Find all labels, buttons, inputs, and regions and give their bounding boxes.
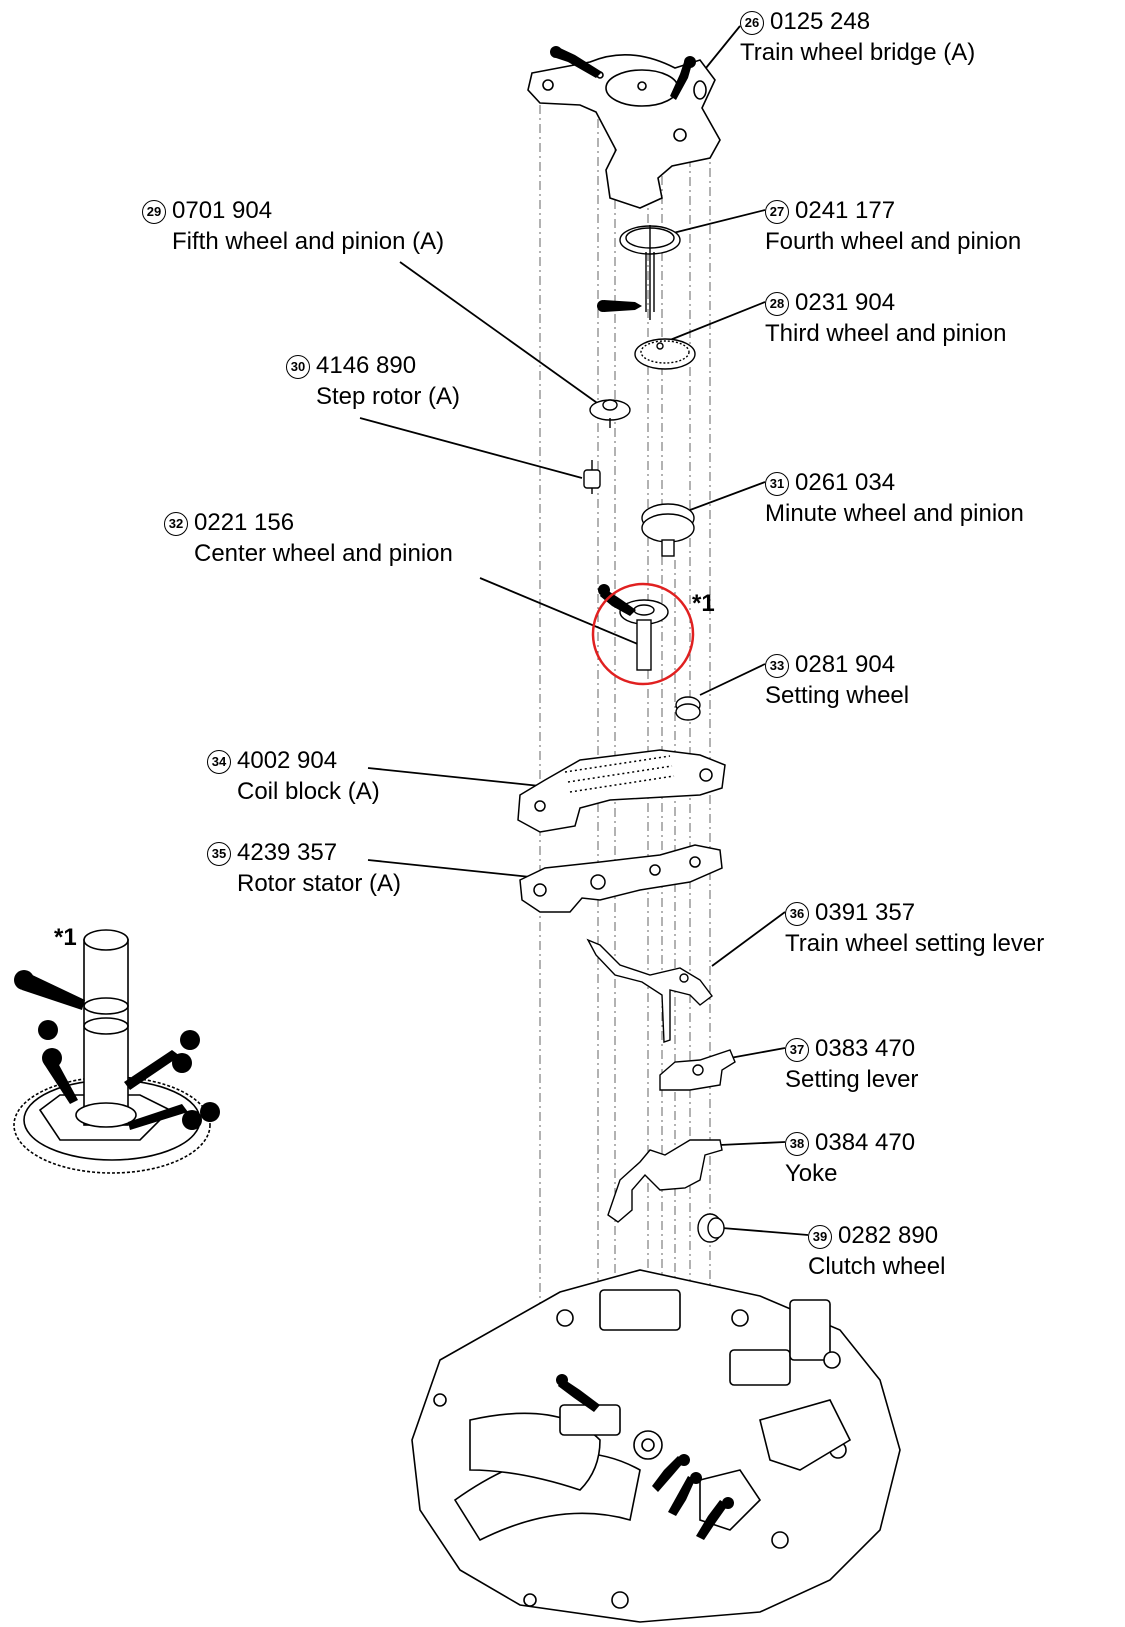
part-name-33: Setting wheel bbox=[765, 682, 910, 709]
oil-marks-detail bbox=[14, 970, 220, 1130]
part-index-39: 39 bbox=[808, 1225, 832, 1249]
part-name-29: Fifth wheel and pinion (A) bbox=[172, 228, 445, 255]
part-number-28: 0231 904 bbox=[795, 289, 896, 316]
oil-mark-fourth bbox=[597, 300, 642, 312]
oil-mark-center bbox=[598, 584, 636, 616]
part-number-38: 0384 470 bbox=[815, 1129, 916, 1156]
part-name-34: Coil block (A) bbox=[237, 778, 380, 805]
part-index-30: 30 bbox=[286, 355, 310, 379]
setting-wheel-drawing bbox=[675, 696, 701, 721]
part-name-30: Step rotor (A) bbox=[316, 383, 461, 410]
part-number-35: 4239 357 bbox=[237, 839, 338, 866]
part-name-31: Minute wheel and pinion bbox=[765, 500, 1024, 527]
part-number-39: 0282 890 bbox=[838, 1222, 939, 1249]
main-plate-drawing bbox=[411, 1269, 901, 1623]
part-name-32: Center wheel and pinion bbox=[194, 540, 453, 567]
center-wheel-detail-drawing bbox=[13, 929, 211, 1174]
part-name-36: Train wheel setting lever bbox=[785, 930, 1045, 957]
coil-block-drawing bbox=[517, 749, 726, 833]
note-marker-detail: *1 bbox=[54, 924, 77, 951]
part-name-38: Yoke bbox=[785, 1160, 838, 1187]
part-index-37: 37 bbox=[785, 1038, 809, 1062]
fourth-wheel-drawing bbox=[619, 225, 681, 320]
part-name-39: Clutch wheel bbox=[808, 1253, 946, 1280]
rotor-stator-drawing bbox=[519, 844, 723, 913]
part-index-32: 32 bbox=[164, 512, 188, 536]
part-number-27: 0241 177 bbox=[795, 197, 896, 224]
third-wheel-drawing bbox=[634, 338, 696, 370]
part-index-35: 35 bbox=[207, 842, 231, 866]
part-name-35: Rotor stator (A) bbox=[237, 870, 402, 897]
minute-wheel-drawing bbox=[641, 503, 695, 557]
step-rotor-drawing bbox=[583, 460, 601, 494]
part-index-27: 27 bbox=[765, 200, 789, 224]
part-number-36: 0391 357 bbox=[815, 899, 916, 926]
part-index-26: 26 bbox=[740, 11, 764, 35]
part-number-34: 4002 904 bbox=[237, 747, 338, 774]
part-index-31: 31 bbox=[765, 472, 789, 496]
train-wheel-setting-lever-drawing bbox=[586, 938, 713, 1043]
part-number-31: 0261 034 bbox=[795, 469, 896, 496]
part-number-26: 0125 248 bbox=[770, 8, 871, 35]
oil-marks-bridge bbox=[550, 46, 696, 100]
part-name-26: Train wheel bridge (A) bbox=[740, 39, 976, 66]
part-index-33: 33 bbox=[765, 654, 789, 678]
part-index-38: 38 bbox=[785, 1132, 809, 1156]
clutch-wheel-drawing bbox=[697, 1213, 725, 1243]
part-index-28: 28 bbox=[765, 292, 789, 316]
part-index-34: 34 bbox=[207, 750, 231, 774]
part-name-27: Fourth wheel and pinion bbox=[765, 228, 1022, 255]
leader-lines bbox=[359, 25, 809, 1236]
note-marker-main: *1 bbox=[692, 590, 715, 617]
yoke-drawing bbox=[607, 1139, 723, 1223]
part-name-28: Third wheel and pinion bbox=[765, 320, 1007, 347]
part-number-33: 0281 904 bbox=[795, 651, 896, 678]
train-wheel-bridge-drawing bbox=[527, 54, 721, 209]
part-number-29: 0701 904 bbox=[172, 197, 273, 224]
part-number-30: 4146 890 bbox=[316, 352, 417, 379]
part-number-37: 0383 470 bbox=[815, 1035, 916, 1062]
fifth-wheel-drawing bbox=[589, 399, 631, 428]
oil-marks-plate bbox=[556, 1374, 734, 1540]
highlight-circle bbox=[591, 582, 695, 686]
setting-lever-drawing bbox=[659, 1049, 736, 1091]
part-index-36: 36 bbox=[785, 902, 809, 926]
part-index-29: 29 bbox=[142, 200, 166, 224]
part-name-37: Setting lever bbox=[785, 1066, 919, 1093]
center-wheel-drawing bbox=[619, 599, 669, 671]
part-number-32: 0221 156 bbox=[194, 509, 295, 536]
